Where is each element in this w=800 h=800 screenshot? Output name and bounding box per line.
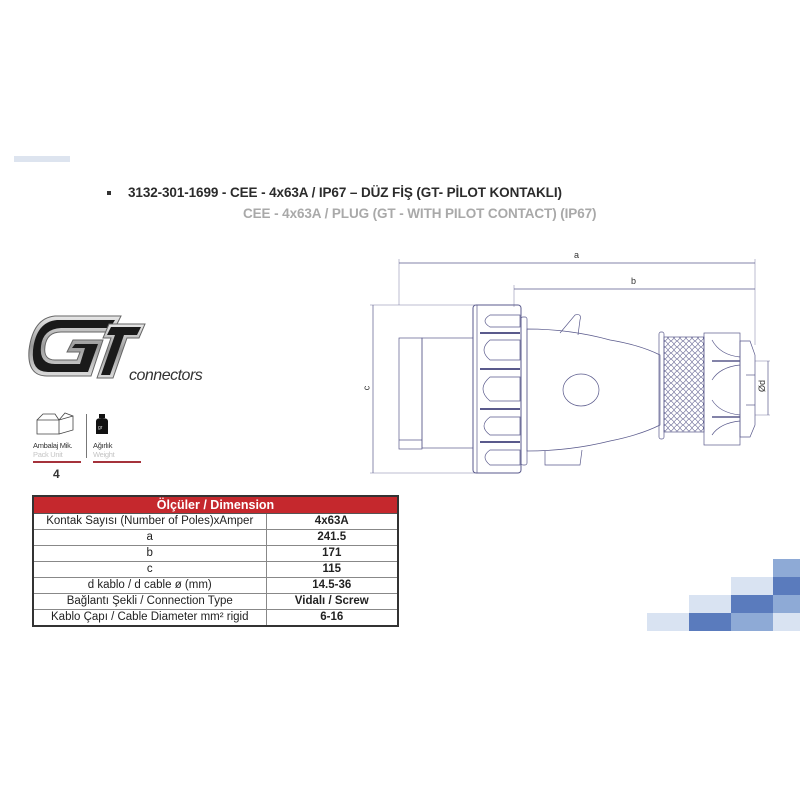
- weight-icon: gr: [96, 414, 108, 434]
- decor-tile: [773, 595, 800, 613]
- weight-label-tr: Ağırlık: [93, 441, 113, 450]
- pack-unit-underline: [33, 461, 81, 463]
- table-row: d kablo / d cable ø (mm)14.5-36: [33, 577, 398, 594]
- row-key: c: [33, 561, 267, 578]
- row-key: b: [33, 545, 267, 562]
- decor-tile: [773, 577, 800, 595]
- decor-tile: [647, 613, 689, 631]
- decor-tile: [731, 613, 773, 631]
- decor-tile: [731, 577, 773, 595]
- row-key: Kablo Çapı / Cable Diameter mm² rigid: [33, 609, 267, 626]
- dimension-label-a: a: [574, 250, 580, 260]
- pack-unit-value: 4: [53, 467, 60, 481]
- row-value: 4x63A: [266, 513, 398, 530]
- row-key: a: [33, 529, 267, 546]
- svg-text:gr: gr: [98, 425, 103, 431]
- decor-tile: [773, 613, 800, 631]
- weight-underline: [93, 461, 141, 463]
- pack-unit-label-tr: Ambalaj Mik.: [33, 441, 73, 450]
- gt-logo-icon: [28, 315, 146, 379]
- row-key: Bağlantı Şekli / Connection Type: [33, 593, 267, 610]
- decor-tile: [689, 613, 731, 631]
- gt-connectors-logo: connectors: [25, 310, 203, 385]
- dimension-label-b: b: [631, 276, 637, 286]
- decor-tile: [773, 559, 800, 577]
- pack-unit-label-en: Pack Unit: [33, 450, 63, 459]
- plug-drawing-svg: [370, 259, 770, 474]
- pack-unit: Ambalaj Mik. Pack Unit: [33, 412, 81, 463]
- dimension-label-d: Ød: [757, 379, 768, 393]
- top-accent-bar: [14, 156, 70, 162]
- weight-label-en: Weight: [93, 450, 115, 459]
- row-value: 115: [266, 561, 398, 578]
- row-key: Kontak Sayısı (Number of Poles)xAmper: [33, 513, 267, 530]
- bullet-icon: [107, 191, 111, 195]
- decor-tile: [689, 595, 731, 613]
- dimension-table-title: Ölçüler / Dimension: [33, 496, 398, 514]
- row-value: 6-16: [266, 609, 398, 626]
- dimension-table: Ölçüler / Dimension Kontak Sayısı (Numbe…: [32, 495, 399, 627]
- row-key: d kablo / d cable ø (mm): [33, 577, 267, 594]
- row-value: 241.5: [266, 529, 398, 546]
- logo-text: connectors: [129, 367, 203, 384]
- packaging-divider: [86, 414, 87, 458]
- row-value: Vidalı / Screw: [266, 593, 398, 610]
- decor-tile: [731, 595, 773, 613]
- product-title: 3132-301-1699 - CEE - 4x63A / IP67 – DÜZ…: [128, 185, 562, 200]
- row-value: 14.5-36: [266, 577, 398, 594]
- packaging-info: Ambalaj Mik. Pack Unit gr Ağırlık Weight…: [33, 412, 153, 482]
- row-value: 171: [266, 545, 398, 562]
- product-subtitle: CEE - 4x63A / PLUG (GT - WITH PILOT CONT…: [243, 206, 597, 221]
- weight: gr Ağırlık Weight: [93, 412, 141, 463]
- dimension-label-c: c: [361, 385, 372, 391]
- plug-technical-drawing: a b c Ød: [350, 245, 780, 475]
- box-icon: [36, 412, 74, 435]
